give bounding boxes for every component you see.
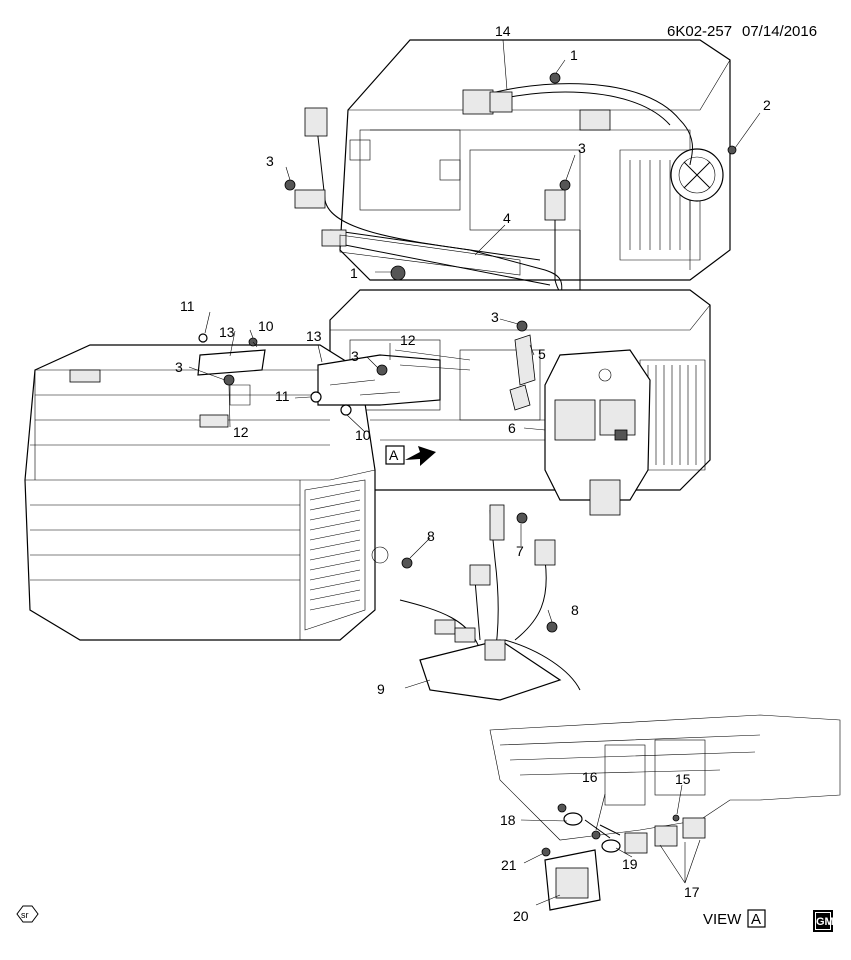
- view-a-marker-letter: A: [389, 447, 399, 463]
- harness-14: [462, 83, 693, 166]
- upper-battery-module: [339, 39, 731, 281]
- view-caption-prefix: VIEW: [703, 911, 742, 928]
- callout-5: 5: [538, 346, 546, 362]
- callout-17: 17: [684, 884, 700, 900]
- callout-20: 20: [513, 908, 529, 924]
- sr-symbol: sr: [16, 905, 39, 923]
- callout-2: 2: [763, 97, 771, 113]
- callout-21: 21: [501, 857, 517, 873]
- sr-symbol-text: sr: [21, 910, 29, 920]
- bracket-13-right: [317, 354, 441, 406]
- callout-15: 15: [675, 771, 691, 787]
- harness-9: [399, 504, 581, 701]
- callout-14: 14: [495, 23, 511, 39]
- callout-7: 7: [516, 543, 524, 559]
- drawing-date: 07/14/2016: [742, 23, 817, 40]
- module-6: [544, 349, 651, 516]
- callout-12b: 12: [233, 424, 249, 440]
- callout-3a: 3: [266, 153, 274, 169]
- left-battery-module: [24, 344, 389, 641]
- callout-3d: 3: [351, 348, 359, 364]
- callout-11a: 11: [180, 298, 195, 314]
- gm-logo: GM: [813, 910, 834, 932]
- callout-4: 4: [503, 210, 511, 226]
- callout-8b: 8: [571, 602, 579, 618]
- view-a-inset: [489, 714, 841, 911]
- bracket-5: [514, 334, 536, 386]
- bracket-13-left: [197, 349, 266, 406]
- callout-8a: 8: [427, 528, 435, 544]
- callout-3b: 3: [578, 140, 586, 156]
- view-caption-letter: A: [751, 911, 761, 928]
- callout-10b: 10: [355, 427, 371, 443]
- leader-lines: [188, 39, 761, 906]
- drawing-id: 6K02-257: [667, 23, 732, 40]
- callout-16: 16: [582, 769, 598, 785]
- callout-18: 18: [500, 812, 516, 828]
- view-a-caption: VIEW A: [703, 909, 766, 928]
- callout-3e: 3: [175, 359, 183, 375]
- bracket-12-right: [394, 349, 471, 371]
- callout-1a: 1: [570, 47, 578, 63]
- callout-6: 6: [508, 420, 516, 436]
- callout-13a: 13: [219, 324, 235, 340]
- callout-3c: 3: [491, 309, 499, 325]
- callout-10a: 10: [258, 318, 274, 334]
- callout-11b: 11: [275, 388, 290, 404]
- callout-19: 19: [622, 856, 638, 872]
- callout-1b: 1: [350, 265, 358, 281]
- callout-13b: 13: [306, 328, 322, 344]
- gm-logo-text: GM: [816, 916, 834, 928]
- callout-9: 9: [377, 681, 385, 697]
- view-a-marker: A: [385, 445, 436, 466]
- callout-12a: 12: [400, 332, 416, 348]
